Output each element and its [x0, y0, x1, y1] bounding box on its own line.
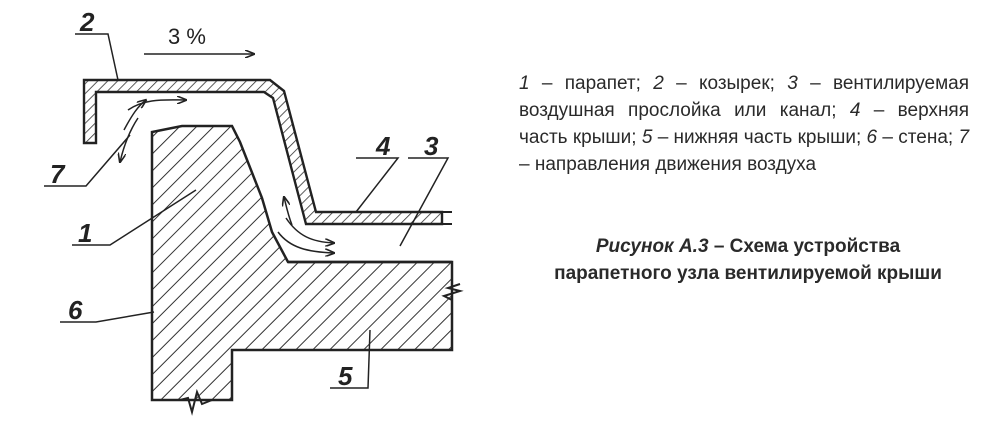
legend-item: 2 – козырек; — [653, 73, 775, 94]
upper-roof-top-edge — [442, 211, 452, 225]
leader-4 — [355, 157, 400, 213]
leader-3 — [399, 157, 450, 247]
callout-6: 6 — [68, 295, 83, 325]
airflow-arrow-out-2 — [285, 217, 334, 243]
slope-label: 3 % — [168, 24, 206, 49]
leader-7 — [44, 134, 131, 187]
legend-item: 3 – вентилируемая воздушная прослойка ил… — [519, 73, 970, 121]
legend-item: 4 – верхняя часть крыши; — [519, 100, 970, 148]
figure-caption: Рисунок А.3 – Схема устройства парапетно… — [554, 236, 942, 284]
parapet-diagram: 3 % 2 7 1 6 4 3 5 — [44, 7, 464, 416]
callout-2: 2 — [79, 7, 95, 37]
airflow-arrow-down — [120, 117, 139, 162]
callout-5: 5 — [338, 361, 353, 391]
callout-4: 4 — [375, 131, 391, 161]
leader-6 — [60, 311, 155, 323]
legend-item: 5 – нижняя часть крыши; — [641, 127, 862, 148]
airflow-arrow-out — [277, 231, 334, 253]
legend-item: 1 – парапет; — [519, 73, 641, 94]
callout-7: 7 — [50, 159, 66, 189]
callout-1: 1 — [78, 218, 92, 248]
leader-2 — [75, 33, 119, 81]
legend-item: 7 – направления движения воздуха — [519, 127, 970, 175]
airflow-arrow-rise — [284, 197, 293, 226]
airflow-arrow-top — [127, 100, 186, 111]
airflow-arrow-up — [123, 100, 146, 131]
legend: 1 – парапет; 2 – козырек; 3 – вентилируе… — [519, 70, 969, 178]
break-mark-right — [441, 283, 464, 301]
legend-item: 6 – стена; — [866, 127, 954, 148]
caption-text: Схема устройства парапетного узла вентил… — [554, 236, 942, 284]
callout-3: 3 — [424, 131, 439, 161]
leader-1 — [72, 189, 197, 246]
caption-label: Рисунок А.3 — [595, 236, 709, 257]
leader-5 — [330, 329, 371, 389]
break-mark-lower — [179, 388, 213, 416]
